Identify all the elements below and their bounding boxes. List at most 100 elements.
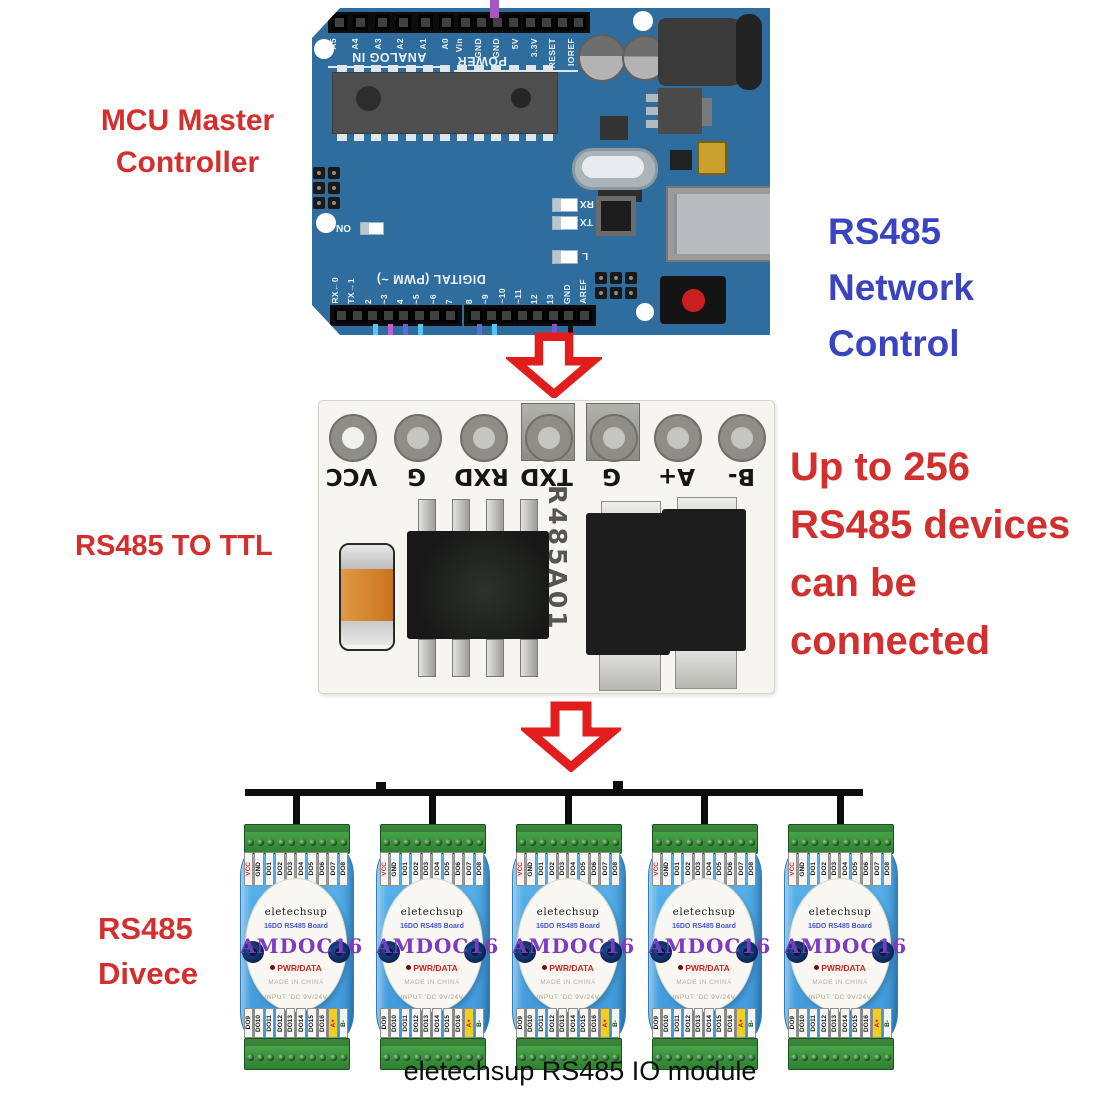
atmega-chip (332, 72, 558, 134)
terminal-label: DO16 (589, 1008, 600, 1038)
terminal-label-text: DO9 (380, 1016, 388, 1030)
chip-leg (526, 134, 536, 141)
chip-dot (511, 88, 531, 108)
terminal-label: DO15 (307, 1008, 317, 1038)
module-model: AMDOC16 (376, 934, 500, 958)
terminal-label: DO8 (338, 852, 349, 886)
terminal-screw (465, 838, 473, 846)
terminal-screw (832, 838, 840, 846)
terminal-label-text: DO9 (788, 1016, 796, 1030)
terminal-label-text: DO6 (454, 862, 462, 876)
icsp-header (595, 272, 637, 299)
terminal-screws (517, 1039, 621, 1069)
terminal-label: B- (610, 1008, 621, 1038)
on-led-label: ON (336, 222, 351, 233)
pin-label: RESET (547, 38, 558, 69)
terminal-label: B- (474, 1008, 485, 1038)
terminal-label: VCC (379, 852, 390, 886)
pin-hole (365, 308, 380, 323)
pin-label: VCC (325, 463, 378, 489)
terminal-label-text: A+ (873, 1018, 881, 1028)
terminal-label-text: DO11 (537, 1014, 545, 1032)
chip-leg (406, 65, 416, 72)
terminal-screw (257, 1053, 265, 1061)
terminal-label-text: DO16 (318, 1014, 326, 1032)
terminal-screw (884, 1053, 892, 1061)
mounting-hole (316, 213, 336, 233)
terminal-screw (821, 1053, 829, 1061)
terminal-screw (842, 1053, 850, 1061)
terminal-screw (424, 838, 432, 846)
terminal-screw (455, 1053, 463, 1061)
terminal-screws (653, 825, 757, 853)
icsp-pin (625, 272, 637, 284)
cap-lead (341, 621, 393, 645)
pin-label: A2 (395, 38, 406, 50)
protection-component (662, 509, 746, 651)
pin-label: TX→1 (346, 278, 357, 304)
regulator-pins (646, 94, 658, 102)
icsp-pin (595, 272, 607, 284)
terminal-screw (727, 838, 735, 846)
bus-junction (613, 781, 623, 789)
terminal-label: DO11 (264, 1008, 275, 1038)
terminal-screw (591, 838, 599, 846)
terminal-label: GND (390, 852, 400, 886)
terminal-block-top (788, 824, 894, 854)
terminal-label: DO15 (715, 1008, 725, 1038)
terminal-screw (570, 838, 578, 846)
terminal-label-text: DO2 (684, 862, 692, 876)
module-brand: eletechsup (536, 906, 600, 918)
terminal-label-text: VCC (516, 862, 524, 876)
chip-leg (371, 134, 381, 141)
terminal-screw (382, 1053, 390, 1061)
terminal-screw (853, 838, 861, 846)
terminal-label: DO11 (400, 1008, 411, 1038)
terminal-label: VCC (515, 852, 526, 886)
module-info-line1: MADE IN CHINA (404, 979, 460, 986)
screw-post (328, 941, 350, 963)
wire-stub (373, 324, 378, 338)
down-arrow-icon (503, 332, 605, 400)
terminal-label-text: DO13 (423, 1014, 431, 1032)
terminal-screw (267, 838, 275, 846)
chip-leg (509, 65, 519, 72)
pin-label: A+ (657, 463, 696, 489)
pin-hole (546, 308, 561, 323)
terminal-label-text: VCC (788, 862, 796, 876)
pin-label: ~9 (480, 293, 491, 304)
pin-hole (375, 15, 390, 30)
pin-label: ~11 (512, 288, 523, 304)
module-info-line2: INPUT: DC 9V/24V (536, 994, 600, 1001)
module-caption: eletechsup RS485 IO module (403, 1056, 757, 1086)
terminal-label-text: GND (663, 861, 671, 877)
terminal-screw (434, 838, 442, 846)
terminal-label: DO13 (829, 1008, 840, 1038)
terminal-screw (434, 1053, 442, 1061)
pin-label: ~5 (411, 293, 422, 304)
terminal-label-text: DO8 (748, 862, 756, 876)
icsp-pin (328, 197, 340, 209)
chip-leg (526, 65, 536, 72)
module-info-line1: MADE IN CHINA (540, 979, 596, 986)
terminal-label: B- (338, 1008, 349, 1038)
pin-hole (530, 308, 545, 323)
pin-label: 2 (362, 298, 373, 304)
wire-stub (492, 324, 497, 338)
power-jack-barrel (736, 14, 762, 90)
terminal-block-bottom (244, 1038, 350, 1070)
terminal-label-text: DO9 (244, 1016, 252, 1030)
terminal-label: DO10 (798, 1008, 808, 1038)
icsp-pin (610, 272, 622, 284)
pin-hole (577, 308, 592, 323)
pin-hole (474, 15, 489, 30)
terminal-screw (727, 1053, 735, 1061)
icsp-pin (328, 182, 340, 194)
pin-label: RX←0 (330, 277, 340, 304)
chip-leg (491, 65, 501, 72)
chip-lead (452, 639, 470, 677)
